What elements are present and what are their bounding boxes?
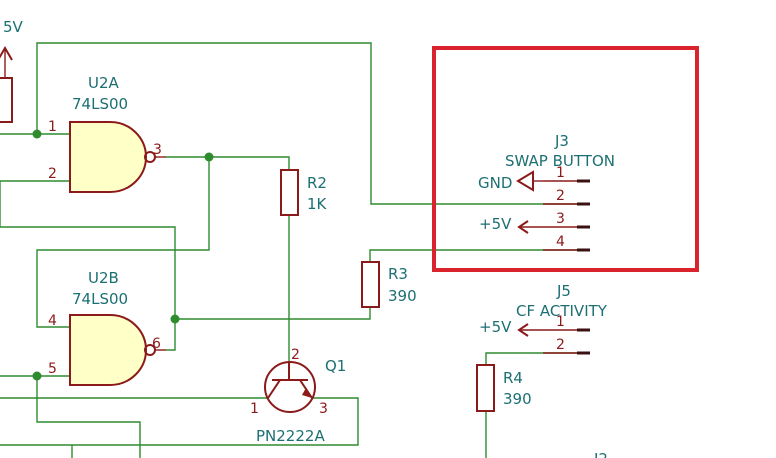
j3-pin3: 3 [556,211,565,227]
u2b-pin5: 5 [48,361,57,377]
j3-ref: J3 [554,132,569,150]
u2a-pin3: 3 [153,142,162,158]
u2b-value: 74LS00 [72,290,128,308]
j5-ref: J5 [556,282,571,300]
u2b-pin4: 4 [48,313,57,329]
r2-value: 1K [307,195,328,213]
u2a-value: 74LS00 [72,95,128,113]
u2a-pin1: 1 [48,119,57,135]
junction-dot [32,371,42,381]
j5-pin1: 1 [556,314,565,330]
pullup-resistor [0,77,13,123]
j3-value: SWAP BUTTON [505,152,615,170]
junction-dot [170,314,180,324]
j3-pin2: 2 [556,188,565,204]
u2b-pin6: 6 [152,336,161,352]
r2-ref: R2 [307,174,327,192]
r4-ref: R4 [503,369,523,387]
supply-5v-top-left: 5V [0,18,24,123]
q1-value: PN2222A [256,427,325,445]
highlight-box [432,46,699,272]
q1-pin1: 1 [250,401,259,417]
j3-pin4: 4 [556,234,565,250]
junction-dot [204,152,214,162]
resistor-r4[interactable]: R4 390 [476,364,532,412]
resistor-r2[interactable]: R2 1K [280,169,328,216]
r4-value: 390 [503,390,532,408]
u2b-ref: U2B [88,269,119,287]
junctions [32,129,214,381]
j2-ref: J2 [593,450,608,458]
nand-gate-u2b[interactable]: U2B 74LS00 4 5 6 [48,269,166,386]
nand-gate-u2a[interactable]: U2A 74LS00 1 2 3 [48,74,166,193]
j5-value: CF ACTIVITY [516,302,608,320]
junction-dot [32,129,42,139]
u2a-ref: U2A [88,74,120,92]
ground-symbol [516,170,534,192]
r3-value: 390 [388,287,417,305]
q1-ref: Q1 [325,357,346,375]
transistor-q1[interactable]: Q1 PN2222A 1 2 3 [250,347,346,445]
j3-gnd-label: GND [478,174,512,192]
j5-pin2: 2 [556,337,565,353]
r3-ref: R3 [388,265,408,283]
resistor-r3[interactable]: R3 390 [361,261,417,308]
j5-vcc-label: +5V [479,318,512,336]
u2a-pin2: 2 [48,166,57,182]
q1-pin3: 3 [319,401,328,417]
q1-pin2: 2 [291,347,300,363]
connector-j2: J2 [593,450,608,458]
connector-j3[interactable]: J3 SWAP BUTTON 1 2 3 4 GND +5V [478,132,615,252]
connector-j5[interactable]: J5 CF ACTIVITY 1 2 +5V [479,282,608,355]
j3-pin1: 1 [556,165,565,181]
j3-vcc-label: +5V [479,215,512,233]
supply-label: 5V [3,18,24,36]
